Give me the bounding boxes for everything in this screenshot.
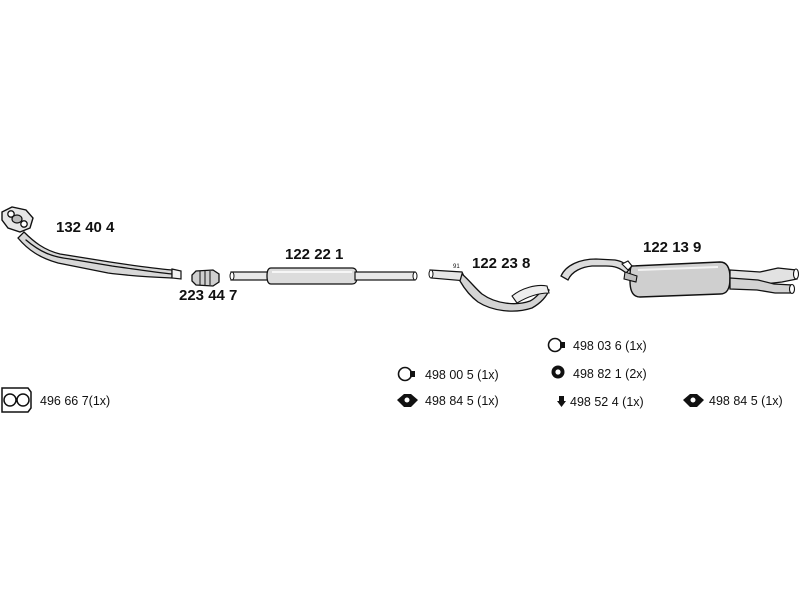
accessory-qty: (2x) [625,367,647,381]
svg-text:498 52 4 (1x): 498 52 4 (1x) [570,395,644,409]
accessory-qty: (1x) [89,394,111,408]
accessory-clamp-b[interactable]: 498 03 6 (1x) [547,337,647,354]
pipe-clamp-icon [547,337,565,353]
accessory-ring[interactable]: 498 82 1 (2x) [551,365,647,382]
rear-muffler[interactable]: 122 13 9 [560,239,800,298]
accessory-number: 498 03 6 [573,339,622,353]
svg-text:498 84 5 (1x): 498 84 5 (1x) [425,394,499,408]
accessory-qty: (1x) [477,394,499,408]
accessory-clamp-a[interactable]: 498 00 5 (1x) [397,366,499,383]
accessory-rubber-mount-b[interactable]: 498 84 5 (1x) [683,394,783,408]
flange-gasket-icon [1,387,32,413]
accessory-qty: (1x) [477,368,499,382]
connector-sleeve[interactable]: 223 44 7 [179,269,237,304]
svg-text:496 66 7(1x): 496 66 7(1x) [40,394,110,408]
svg-text:498 82 1 (2x): 498 82 1 (2x) [573,367,647,381]
accessory-number: 496 66 7 [40,394,89,408]
rear-muffler-part-number: 122 13 9 [643,239,701,256]
accessory-qty: (1x) [622,395,644,409]
accessory-qty: (1x) [761,394,783,408]
middle-muffler-marker: 91 [453,264,460,270]
middle-muffler[interactable]: 91 122 23 8 [428,255,550,312]
hanger-icon [557,396,566,407]
pipe-clamp-icon [397,366,415,382]
accessory-hanger[interactable]: 498 52 4 (1x) [557,395,644,409]
accessory-number: 498 82 1 [573,367,622,381]
accessory-qty: (1x) [625,339,647,353]
accessory-gasket[interactable]: 496 66 7(1x) [1,387,110,413]
rubber-mount-icon [397,394,418,407]
front-pipe-part-number: 132 40 4 [56,219,115,236]
front-pipe-flange [1,206,34,233]
svg-text:498 00 5 (1x): 498 00 5 (1x) [425,368,499,382]
centre-muffler[interactable]: 122 22 1 [229,246,418,285]
svg-text:498 84 5 (1x): 498 84 5 (1x) [709,394,783,408]
rubber-ring-icon [551,365,565,379]
connector-part-number: 223 44 7 [179,287,237,304]
rubber-mount-icon [683,394,704,407]
centre-muffler-part-number: 122 22 1 [285,246,343,263]
middle-muffler-part-number: 122 23 8 [472,255,530,272]
accessory-number: 498 84 5 [425,394,474,408]
front-pipe[interactable]: 132 40 4 [1,206,182,280]
accessory-number: 498 84 5 [709,394,758,408]
svg-text:498 03 6 (1x): 498 03 6 (1x) [573,339,647,353]
accessory-number: 498 52 4 [570,395,619,409]
accessory-rubber-mount-a[interactable]: 498 84 5 (1x) [397,394,499,408]
accessory-number: 498 00 5 [425,368,474,382]
